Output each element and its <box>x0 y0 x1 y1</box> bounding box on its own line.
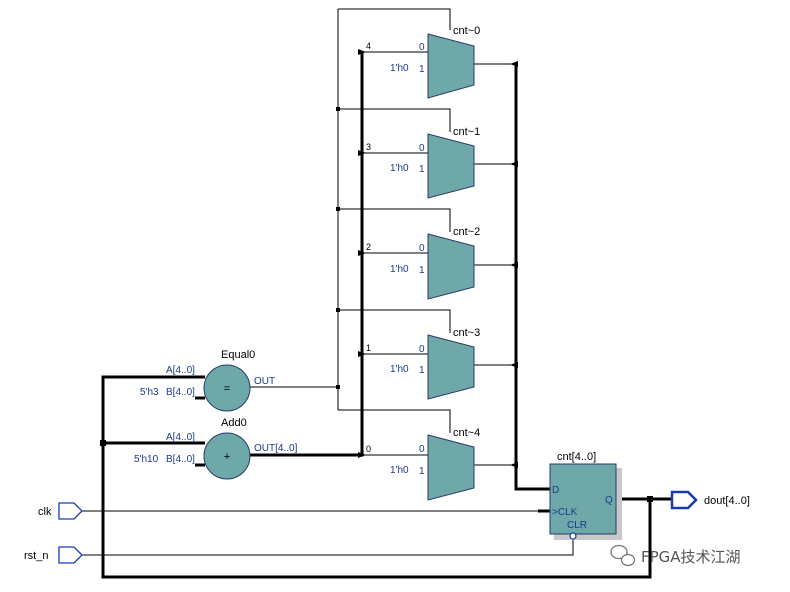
register-d-pin: D <box>552 485 559 496</box>
clk-port: clk <box>38 502 83 520</box>
mux-in1-label: 1 <box>419 265 425 276</box>
mux-cnt-3: cnt~3 1 0 1'h0 1 <box>366 327 480 400</box>
mux-const: 1'h0 <box>390 364 409 375</box>
mux-in1-label: 1 <box>419 466 425 477</box>
mux-name: cnt~3 <box>453 327 480 339</box>
clk-port-label: clk <box>38 506 52 518</box>
mux-sel-label: 4 <box>366 41 371 51</box>
mux-const: 1'h0 <box>390 264 409 275</box>
mux-cnt-2: cnt~2 2 0 1'h0 1 <box>366 226 480 300</box>
add-out-label: OUT[4..0] <box>254 443 298 454</box>
add-operator: Add0 + A[4..0] B[4..0] 5'h10 OUT[4..0] <box>134 417 298 480</box>
add-a-label: A[4..0] <box>166 432 195 443</box>
sel-wire-3 <box>338 309 451 333</box>
mux-name: cnt~0 <box>453 25 480 37</box>
mux-in1-label: 1 <box>419 64 425 75</box>
mux-sel-label: 0 <box>366 444 371 454</box>
add-out-bus <box>250 52 364 457</box>
rst-port-label: rst_n <box>24 550 48 562</box>
add-const: 5'h10 <box>134 454 159 465</box>
feedback-bus <box>101 375 652 579</box>
mux-const: 1'h0 <box>390 163 409 174</box>
sel-wire-1 <box>338 108 451 132</box>
add-name: Add0 <box>221 417 247 429</box>
register-name: cnt[4..0] <box>557 451 596 463</box>
mux-in0-label: 0 <box>419 243 425 254</box>
mux-in0-label: 0 <box>419 143 425 154</box>
rst-port: rst_n <box>24 546 83 564</box>
wechat-icon <box>610 544 636 567</box>
clr-invert-bubble <box>569 532 577 540</box>
mux-in0-label: 0 <box>419 444 425 455</box>
sel-wire-0 <box>338 8 451 30</box>
add-b-label: B[4..0] <box>166 454 195 465</box>
register-clr-pin: CLR <box>567 520 587 531</box>
equal-symbol: = <box>224 383 230 395</box>
mux-const: 1'h0 <box>390 465 409 476</box>
register-cnt: cnt[4..0] D >CLK CLR Q <box>549 451 622 540</box>
sel-wire-2 <box>338 208 451 232</box>
mux-out-bus <box>514 64 550 491</box>
equal-a-label: A[4..0] <box>166 365 195 376</box>
dout-port: dout[4..0] <box>670 490 750 510</box>
rst-wire <box>82 538 574 556</box>
mux-in1-label: 1 <box>419 365 425 376</box>
watermark: FPGA技术江湖 <box>610 544 741 567</box>
sel-wire-4 <box>338 409 451 433</box>
register-q-pin: Q <box>605 495 613 506</box>
mux-in1-label: 1 <box>419 164 425 175</box>
equal-out-label: OUT <box>254 376 275 387</box>
mux-cnt-4: cnt~4 0 0 1'h0 1 <box>366 427 480 501</box>
mux-cnt-0: cnt~0 4 0 1'h0 1 <box>366 25 480 99</box>
mux-sel-label: 3 <box>366 142 371 152</box>
mux-name: cnt~1 <box>453 126 480 138</box>
watermark-text: FPGA技术江湖 <box>641 548 741 566</box>
mux-in0-label: 0 <box>419 42 425 53</box>
mux-cnt-1: cnt~1 3 0 1'h0 1 <box>366 126 480 199</box>
equal-name: Equal0 <box>221 349 255 361</box>
equal-b-label: B[4..0] <box>166 387 195 398</box>
register-clk-pin: >CLK <box>552 507 578 518</box>
mux-name: cnt~4 <box>453 427 480 439</box>
mux-sel-label: 1 <box>366 343 371 353</box>
add-symbol: + <box>224 451 230 463</box>
equal-operator: Equal0 = A[4..0] B[4..0] 5'h3 OUT <box>140 349 275 412</box>
equal-const: 5'h3 <box>140 387 159 398</box>
mux-const: 1'h0 <box>390 63 409 74</box>
mux-name: cnt~2 <box>453 226 480 238</box>
mux-in0-label: 0 <box>419 344 425 355</box>
mux-sel-label: 2 <box>366 242 371 252</box>
dout-port-label: dout[4..0] <box>704 495 750 507</box>
